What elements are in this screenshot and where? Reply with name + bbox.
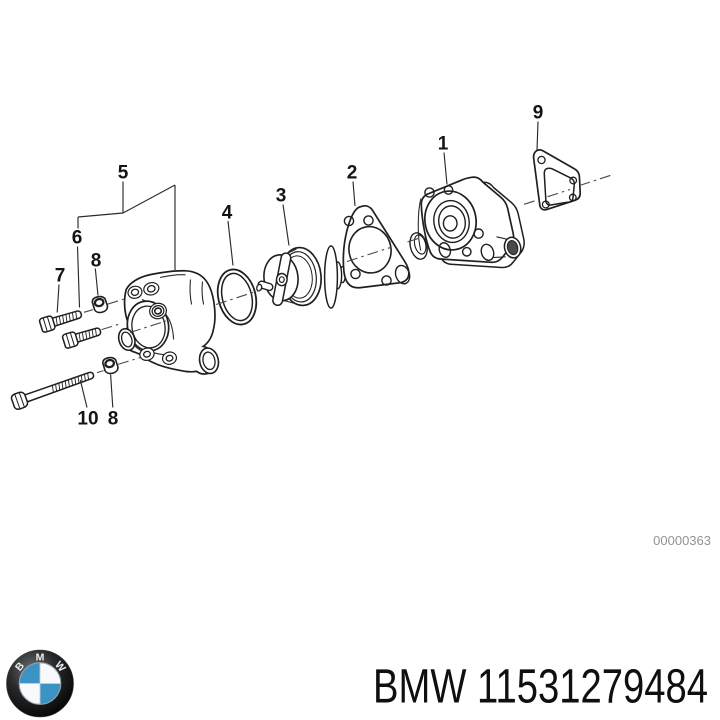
bmw-logo-quadrant-white-tr — [40, 662, 61, 684]
callout-1: 1 — [438, 134, 449, 185]
callout-2: 2 — [347, 163, 358, 207]
callout-9: 9 — [533, 103, 544, 151]
callout-3: 3 — [276, 186, 290, 246]
part-number-caption: BMW 11531279484 — [373, 660, 708, 714]
callout-4: 4 — [222, 203, 234, 266]
part-8-nut-upper — [91, 295, 109, 314]
part-10-long-bolt — [10, 371, 95, 410]
bmw-logo-letter-m: M — [36, 652, 45, 664]
callout-8-lower-label: 8 — [108, 409, 119, 430]
center-axis-line — [129, 174, 613, 334]
bmw-logo-quadrant-blue-br — [40, 683, 61, 705]
callout-8-upper-label: 8 — [91, 251, 102, 272]
part-7-bolt — [38, 310, 83, 333]
watermark-number: 00000363 — [653, 533, 711, 548]
callout-6-label: 6 — [72, 228, 83, 249]
part-5-thermostat-housing — [117, 269, 220, 375]
callout-8-upper: 8 — [91, 251, 102, 296]
callout-3-label: 3 — [276, 186, 287, 207]
callout-8-lower: 8 — [108, 374, 119, 430]
callout-7: 7 — [55, 266, 66, 313]
bolt-axis-lines — [83, 297, 141, 374]
part-2-gasket — [342, 204, 411, 289]
callout-10-label: 10 — [77, 409, 98, 430]
part-9-gasket — [532, 149, 582, 211]
part-6-bolt — [61, 327, 102, 349]
callout-1-label: 1 — [438, 134, 449, 155]
part-8-nut-lower — [101, 356, 119, 375]
callout-9-label: 9 — [533, 103, 544, 124]
callout-6: 6 — [72, 228, 83, 308]
bmw-logo: B M W — [6, 649, 74, 718]
part-1-housing-cover — [417, 176, 525, 269]
callout-7-label: 7 — [55, 266, 66, 287]
callout-2-label: 2 — [347, 163, 358, 184]
callout-10: 10 — [77, 379, 99, 430]
callout-5: 5 — [77, 163, 176, 270]
part-4-o-ring — [216, 268, 258, 326]
bmw-logo-quadrant-blue-tl — [19, 662, 40, 684]
bmw-logo-quadrant-white-bl — [19, 683, 40, 705]
part-3-thermostat — [256, 245, 347, 309]
callout-5-label: 5 — [118, 163, 129, 184]
callout-4-label: 4 — [222, 203, 233, 224]
